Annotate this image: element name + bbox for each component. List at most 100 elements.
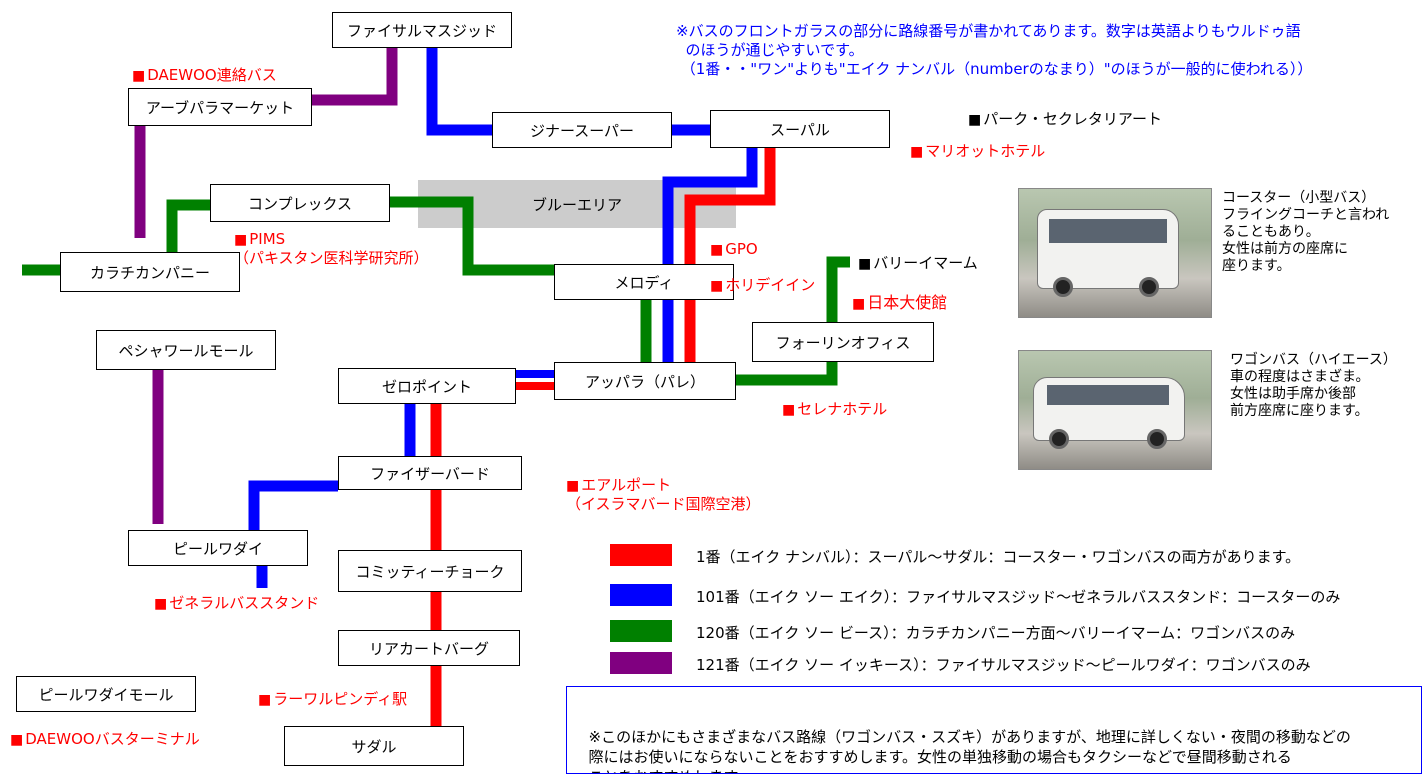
red-square-marker: ■ [910,144,924,160]
coaster-wheel [1053,277,1073,297]
label-daewoo-terminal: ■DAEWOOバスターミナル [10,730,200,749]
landmark-text: セレナホテル [797,400,888,418]
station-committee-chowk: コミッティーチョーク [338,550,522,592]
station-label: リアカートバーグ [368,639,489,658]
landmark-text: バリーイマーム [873,254,978,272]
label-holiday-inn: ■ホリデイイン [710,276,815,295]
legend-text: 120番（エイク ソー ビース）：カラチカンパニー方面～バリーイマーム：ワゴンバ… [696,624,1296,642]
station-faizabad: ファイザーバード [338,456,522,490]
station-label: ゼロポイント [381,377,472,396]
station-jinnah-super: ジナースーパー [492,112,672,148]
station-pirwadhai: ピールワダイ [128,530,308,566]
route-120-line [166,199,210,252]
station-faisal-masjid: ファイサルマスジッド [332,12,512,48]
coaster-photo [1018,188,1212,318]
red-square-marker: ■ [566,478,580,494]
station-saddar: サダル [284,726,464,766]
legend-swatch [610,544,672,566]
landmark-text: DAEWOOバスターミナル [25,730,200,748]
blue-area-label: ブルーエリア [531,195,622,214]
red-square-marker: ■ [852,296,866,312]
wagon-window [1047,385,1169,405]
label-daewoo-bus: ■DAEWOO連絡バス [132,66,277,85]
red-square-marker: ■ [710,278,724,294]
landmark-text: PIMS [249,230,286,248]
station-label: アッパラ（パレ） [584,372,705,391]
station-label: カラチカンパニー [89,263,210,282]
red-square-marker: ■ [710,242,724,258]
coaster-caption: コースター（小型バス） フライングコーチと言われ ることもあり。 女性は前方の座… [1222,190,1390,274]
landmark-text: ホリデイイン [725,276,816,294]
wagon-wheel [1147,429,1167,449]
station-label: アーブパラマーケット [145,98,295,117]
label-pims: ■PIMS （パキスタン医科学研究所） [234,230,429,267]
red-square-marker: ■ [258,692,272,708]
wagon-wheel [1049,429,1069,449]
legend-text: 101番（エイク ソー エイク）：ファイサルマスジッド～ゼネラルバススタンド：コ… [696,588,1341,606]
station-aabpara: アッパラ（パレ） [554,362,736,400]
landmark-text: パーク・セクレタリアート [983,110,1163,128]
station-liaquat-bagh: リアカートバーグ [338,630,520,666]
station-label: フォーリンオフィス [775,333,911,352]
station-complex: コンプレックス [210,184,390,222]
station-label: メロディ [614,273,674,292]
red-square-marker: ■ [234,232,248,248]
landmark-text-sub: （イスラマバード国際空港） [566,495,761,513]
legend-text: 1番（エイク ナンバル）：スーパル～サダル：コースター・ワゴンバスの両方がありま… [696,548,1301,566]
label-serena: ■セレナホテル [782,400,887,419]
footer-note-box: ※このほかにもさまざまなバス路線（ワゴンバス・スズキ）がありますが、地理に詳しく… [566,686,1422,774]
label-bari-imam: ■バリーイマーム [858,254,978,273]
landmark-text-sub: （パキスタン医科学研究所） [234,249,429,267]
landmark-text: DAEWOO連絡バス [147,66,277,84]
label-airport: ■エアルポート （イスラマバード国際空港） [566,476,761,513]
station-karachi-company: カラチカンパニー [60,252,240,292]
station-label: ペシャワールモール [118,341,254,360]
station-peshawar-mor: ペシャワールモール [96,330,276,370]
route-101-line [662,160,758,232]
legend-swatch [610,584,672,606]
station-label: ジナースーパー [529,121,635,140]
red-square-marker: ■ [132,68,146,84]
route-number-note: ※バスのフロントガラスの部分に路線番号が書かれてあります。数字は英語よりもウルド… [676,22,1313,78]
label-rawalpindi-station: ■ラーワルピンディ駅 [258,690,407,709]
wagon-caption: ワゴンバス（ハイエース） 車の程度はさまざま。 女性は助手席か後部 前方座席に座… [1230,352,1397,419]
landmark-text: ゼネラルバススタンド [169,594,320,612]
landmark-text: ラーワルピンディ駅 [273,690,408,708]
route-101-line [426,46,492,136]
station-label: ピールワダイ [172,539,263,558]
red-square-marker: ■ [10,732,24,748]
station-label: ファイサルマスジッド [346,21,497,40]
station-label: サダル [351,737,397,756]
legend-swatch [610,652,672,674]
station-pirwadhai-mor: ピールワダイモール [16,676,196,712]
station-label: ピールワダイモール [38,685,174,704]
red-square-marker: ■ [154,596,168,612]
red-square-marker: ■ [782,402,796,418]
station-super-market: スーパル [710,110,890,148]
station-zero-point: ゼロポイント [338,368,516,404]
station-label: コンプレックス [247,194,353,213]
station-label: ファイザーバード [370,464,490,483]
black-square-marker: ■ [968,112,982,128]
landmark-text: GPO [725,240,758,258]
coaster-window [1049,219,1167,243]
landmark-text: 日本大使館 [867,293,948,312]
route-121-line [312,46,398,106]
label-general-bus-stand: ■ゼネラルバススタンド [154,594,319,613]
label-japan-embassy: ■日本大使館 [852,294,947,313]
landmark-text: マリオットホテル [925,142,1046,160]
station-label: コミッティーチョーク [355,562,505,581]
route-120-line [826,256,850,322]
station-aabpara-market: アーブパラマーケット [128,88,312,126]
coaster-wheel [1139,277,1159,297]
label-marriott: ■マリオットホテル [910,142,1045,161]
wagon-photo [1018,350,1212,470]
legend-swatch [610,620,672,642]
route-1-line [684,160,776,232]
label-park-secretariat: ■パーク・セクレタリアート [968,110,1162,129]
route-120-line [390,196,474,232]
landmark-text: エアルポート [581,476,672,494]
black-square-marker: ■ [858,256,872,272]
footer-note-text: ※このほかにもさまざまなバス路線（ワゴンバス・スズキ）がありますが、地理に詳しく… [588,728,1351,773]
